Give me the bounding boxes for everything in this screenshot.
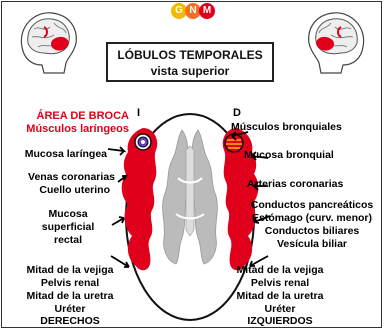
broca-target-center (141, 140, 145, 144)
side-label-right: D (233, 107, 241, 119)
logo-letter-g: G (171, 3, 187, 19)
label-left-renal-pelvis: Pelvis renal (40, 277, 100, 289)
right-brain-head-icon (308, 12, 365, 74)
label-laryngeal-mucosa: Mucosa laríngea (24, 148, 107, 160)
title-line-2: vista superior (150, 64, 230, 78)
label-right-ureter: Uréter (264, 303, 296, 315)
label-right-renal-pelvis: Pelvis renal (250, 277, 310, 289)
label-broca-area: ÁREA DE BROCA (36, 110, 130, 122)
midline-shape (185, 145, 195, 237)
label-bronchial-muscles: Músculos bronquiales (231, 121, 342, 133)
label-left-ureter: Uréter (54, 303, 86, 315)
label-coronary-veins: Venas coronarias (28, 171, 115, 183)
ventricle-highlights (175, 177, 205, 220)
label-rectal-mucosa-3: rectal (53, 234, 83, 246)
title-box: LÓBULOS TEMPORALES vista superior (106, 42, 274, 82)
label-left-bladder: Mitad de la vejiga (26, 264, 114, 276)
label-pancreatic-ducts: Conductos pancreáticos (250, 199, 374, 211)
left-temporal-lobe (121, 128, 158, 271)
label-left-urethra: Mitad de la uretra (26, 290, 114, 302)
label-gallbladder: Vesícula biliar (276, 238, 348, 250)
logo-letter-n: N (185, 3, 201, 19)
label-coronary-arteries: Arterias coronarias (247, 178, 344, 190)
label-bronchial-mucosa: Mucosa bronquial (244, 149, 334, 161)
label-rectal-mucosa-1: Mucosa (48, 208, 88, 220)
label-right-bladder: Mitad de la vejiga (236, 264, 324, 276)
label-right-side: IZQUIERDOS (247, 315, 313, 327)
title-line-1: LÓBULOS TEMPORALES (117, 48, 263, 62)
label-right-urethra: Mitad de la uretra (236, 290, 324, 302)
logo-letter-m: M (199, 3, 215, 19)
label-cervix: Cuello uterino (39, 184, 110, 196)
gnm-logo: G N M (171, 3, 215, 19)
label-bile-ducts: Conductos biliares (264, 225, 360, 237)
bronchial-target-stripes (226, 139, 242, 149)
arrows (107, 131, 271, 268)
side-label-left: I (137, 107, 141, 119)
label-left-side: DERECHOS (40, 315, 100, 327)
label-stomach: Estómago (curv. menor) (252, 212, 372, 224)
right-temporal-lobe (222, 128, 259, 271)
label-laryngeal-muscles: Músculos laríngeos (26, 123, 129, 135)
bronchial-target-icon (224, 133, 244, 153)
label-rectal-mucosa-2: superficial (41, 221, 95, 233)
left-brain-head-icon (20, 12, 77, 74)
